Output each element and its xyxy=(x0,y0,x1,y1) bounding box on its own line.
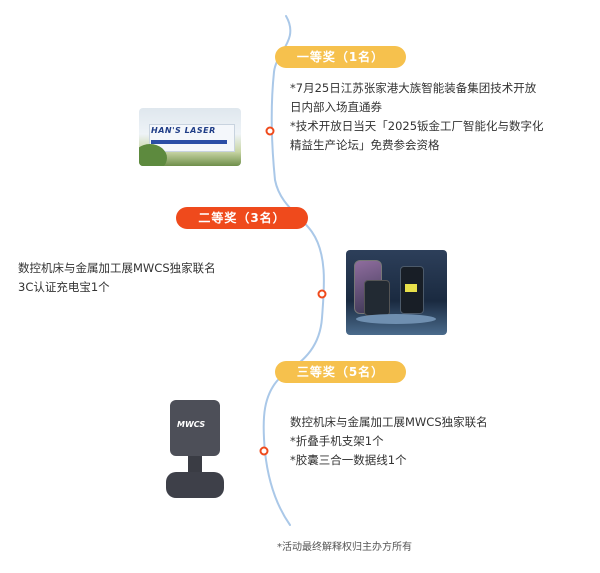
second-prize-line-1: 数控机床与金属加工展MWCS独家联名 xyxy=(18,261,216,275)
first-prize-description: *7月25日江苏张家港大族智能装备集团技术开放 日内部入场直通券 *技术开放日当… xyxy=(290,79,544,155)
timeline-node-first xyxy=(265,126,275,136)
third-prize-description: 数控机床与金属加工展MWCS独家联名 *折叠手机支架1个 *胶囊三合一数据线1个 xyxy=(290,413,488,470)
hans-laser-logo: HAN'S LASER xyxy=(151,126,216,135)
phone-holder-photo: MWCS xyxy=(164,398,226,500)
footer-note: *活动最终解释权归主办方所有 xyxy=(277,542,412,553)
third-prize-badge: 三等奖（5名） xyxy=(275,361,406,383)
second-prize-description: 数控机床与金属加工展MWCS独家联名 3C认证充电宝1个 xyxy=(18,259,216,297)
timeline-node-third xyxy=(259,446,269,456)
first-prize-line-2: 日内部入场直通券 xyxy=(290,100,382,114)
first-prize-badge: 一等奖（1名） xyxy=(275,46,406,68)
first-prize-line-1: *7月25日江苏张家港大族智能装备集团技术开放 xyxy=(290,81,537,95)
second-prize-line-2: 3C认证充电宝1个 xyxy=(18,280,110,294)
hans-laser-building-photo: HAN'S LASER xyxy=(139,108,241,166)
third-prize-line-2: *折叠手机支架1个 xyxy=(290,434,384,448)
mwcs-logo: MWCS xyxy=(177,420,206,429)
third-prize-line-1: 数控机床与金属加工展MWCS独家联名 xyxy=(290,415,488,429)
second-prize-badge: 二等奖（3名） xyxy=(176,207,308,229)
timeline-node-second xyxy=(317,289,327,299)
power-bank-photo xyxy=(346,250,447,335)
first-prize-line-3: *技术开放日当天「2025钣金工厂智能化与数字化 xyxy=(290,119,544,133)
third-prize-line-3: *胶囊三合一数据线1个 xyxy=(290,453,407,467)
first-prize-line-4: 精益生产论坛」免费参会资格 xyxy=(290,138,440,152)
